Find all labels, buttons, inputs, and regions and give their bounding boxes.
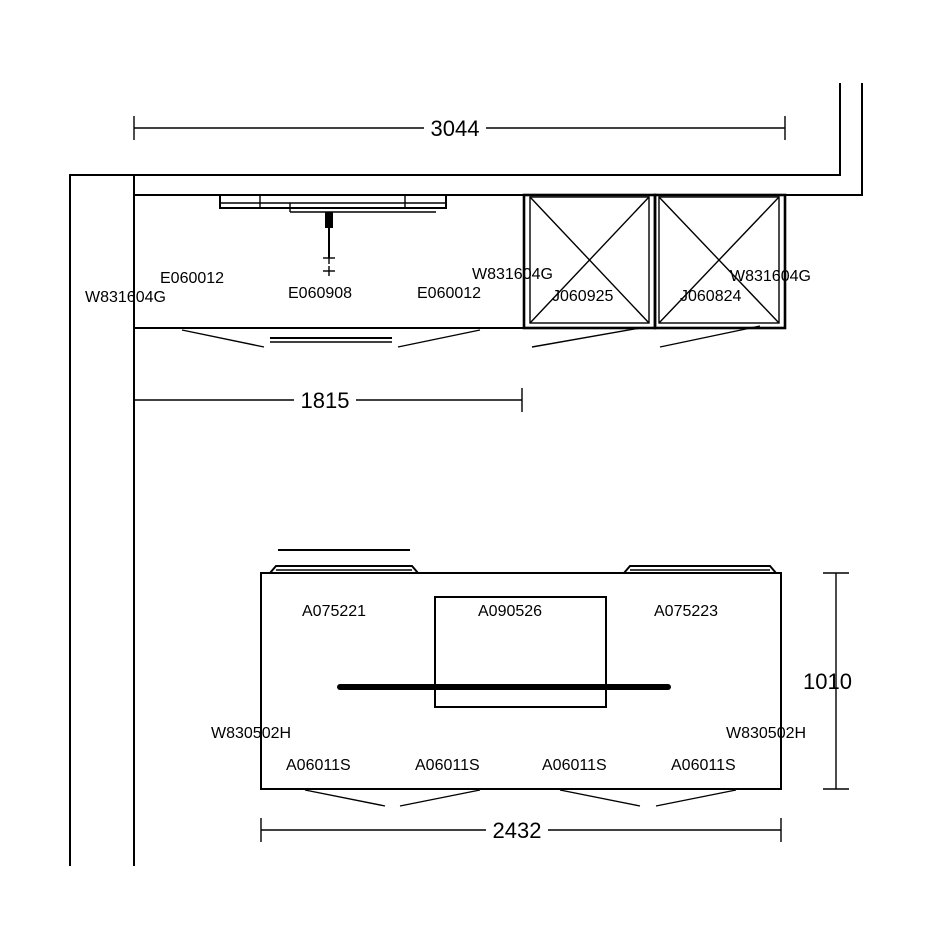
label-a06011s-1: A06011S (286, 757, 351, 774)
label-a06011s-4: A06011S (671, 757, 736, 774)
dimension-left-run: 1815 (133, 388, 523, 413)
label-w831604g-mid: W831604G (472, 266, 553, 283)
label-a06011s-3: A06011S (542, 757, 607, 774)
top-wall-inner (134, 83, 863, 196)
label-e060012-left: E060012 (160, 270, 224, 287)
tall-cabinet-right (653, 193, 787, 330)
label-e060012-right: E060012 (417, 285, 481, 302)
walls (69, 83, 863, 866)
door-swings-island (304, 789, 737, 807)
dimension-label: 1010 (803, 669, 852, 694)
label-w831604g-right: W831604G (730, 268, 811, 285)
island: A075221 A090526 A075223 W830502H W830502… (211, 549, 806, 807)
label-j060824: J060824 (680, 288, 741, 305)
label-a090526: A090526 (478, 603, 542, 620)
left-wall (69, 174, 135, 866)
island-body (260, 572, 782, 790)
label-a06011s-2: A06011S (415, 757, 480, 774)
dimension-label: 1815 (301, 388, 350, 413)
faucet-icon (323, 212, 335, 276)
label-w830502h-left: W830502H (211, 725, 291, 742)
label-j060925: J060925 (552, 288, 613, 305)
dimension-island-width: 2432 (260, 818, 782, 843)
hood-unit (219, 194, 447, 209)
wall-cabinet-run: W831604G E060012 E060908 E060012 W831604… (85, 193, 811, 348)
dimension-island-depth: 1010 (803, 572, 852, 790)
top-wall (134, 83, 841, 176)
label-e060908: E060908 (288, 285, 352, 302)
label-a075221: A075221 (302, 603, 366, 620)
door-swings-wall-run (181, 325, 761, 348)
dimension-label: 3044 (431, 116, 480, 141)
dimension-label: 2432 (493, 818, 542, 843)
label-a075223: A075223 (654, 603, 718, 620)
island-center-unit (434, 596, 607, 708)
dimension-top-width: 3044 (133, 116, 786, 141)
label-w830502h-right: W830502H (726, 725, 806, 742)
label-w831604g-left: W831604G (85, 289, 166, 306)
